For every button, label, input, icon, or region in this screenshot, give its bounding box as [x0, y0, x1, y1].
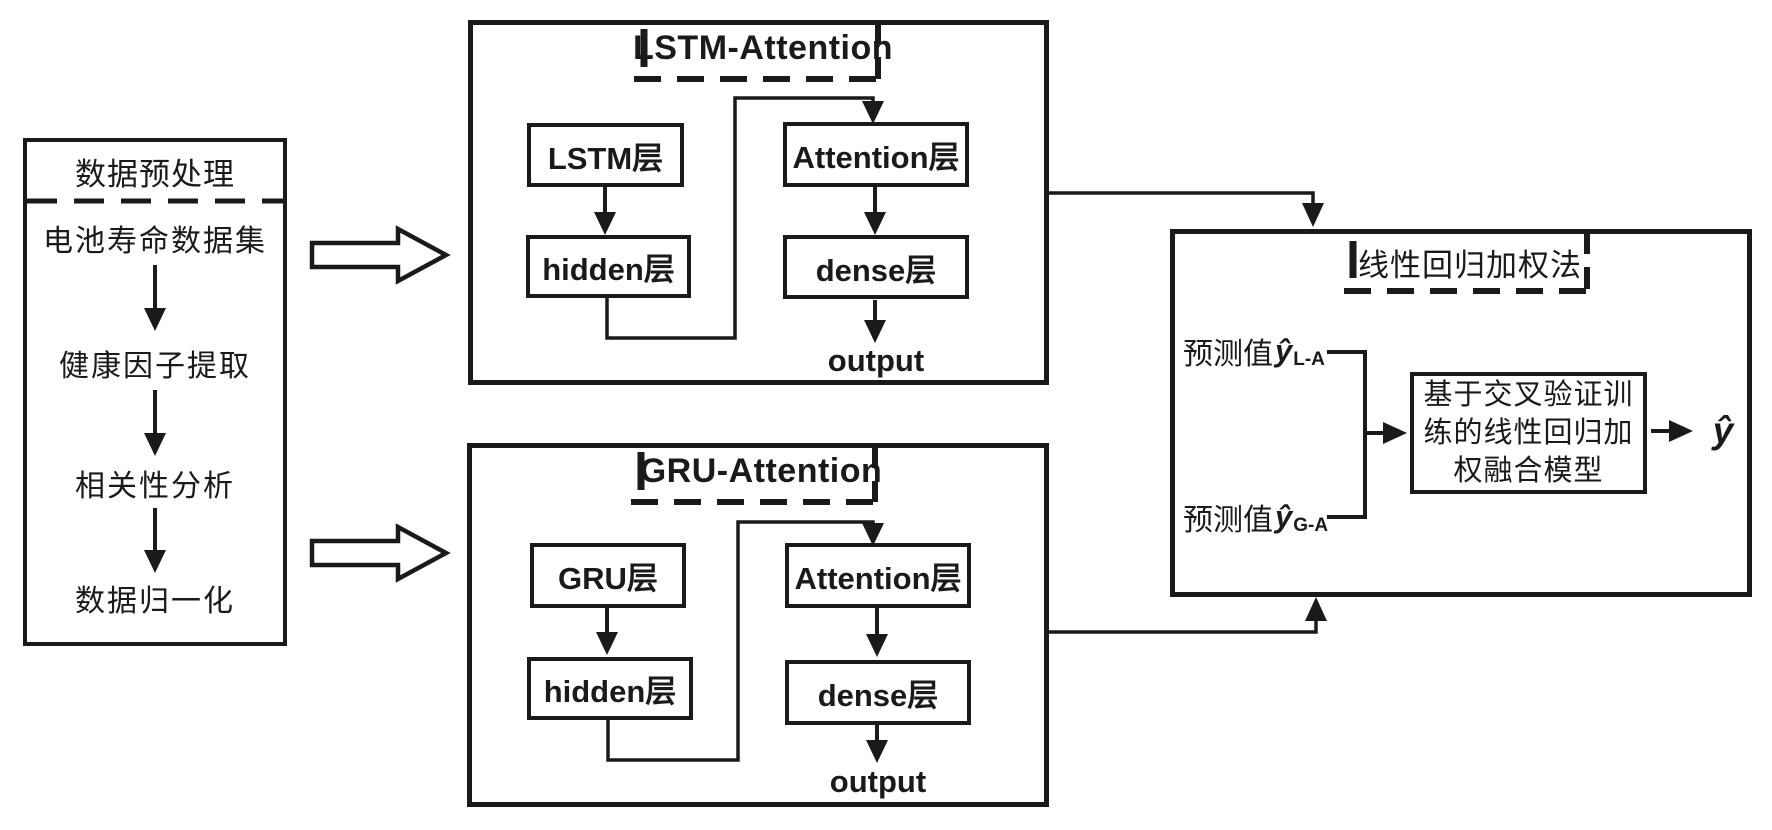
arrow-attention-to-dense-lstm — [864, 187, 886, 235]
fusion-container — [1170, 229, 1752, 597]
preprocess-step-health-factor: 健康因子提取 — [59, 350, 251, 383]
prediction-lstm-prefix: 预测值 — [1183, 338, 1273, 371]
prediction-gru-prefix: 预测值 — [1183, 504, 1273, 537]
gru-output-label: output — [829, 764, 927, 799]
arrow-attention-to-dense-gru — [866, 608, 888, 657]
lstm-hidden-node: hidden层 — [526, 235, 691, 298]
bracket-predictions — [1327, 350, 1367, 519]
preprocess-step-normalize: 数据归一化 — [75, 585, 235, 618]
block-arrow-to-lstm — [309, 225, 451, 285]
arrow-gru-to-hidden — [596, 608, 618, 655]
arrow-model-to-yhat — [1651, 420, 1693, 442]
arrow-dense-to-output-gru — [866, 725, 888, 763]
final-output-symbol: ŷ — [1712, 410, 1734, 451]
path-hidden-to-attention-lstm — [605, 96, 884, 340]
arrow-bracket-to-model — [1365, 422, 1407, 444]
prediction-lstm-symbol: ŷ — [1275, 333, 1293, 368]
gru-title-tab — [631, 446, 878, 505]
fusion-model-line-3: 权融合模型 — [1453, 455, 1604, 487]
connector-lstm-to-fusion — [1049, 191, 1324, 227]
arrow-health-to-correlation — [144, 390, 166, 456]
preprocess-step-dataset: 电池寿命数据集 — [43, 225, 267, 258]
gru-layer-node: GRU层 — [530, 543, 686, 608]
fusion-model-line-1: 基于交叉验证训 — [1423, 379, 1634, 411]
arrow-dense-to-output-lstm — [864, 300, 886, 343]
lstm-layer-node: LSTM层 — [527, 123, 684, 187]
fusion-model-node: 基于交叉验证训 练的线性回归加 权融合模型 — [1410, 372, 1647, 494]
fusion-title-tab — [1344, 232, 1590, 294]
block-arrow-to-gru — [309, 523, 451, 583]
prediction-gru-subscript: G-A — [1293, 515, 1329, 536]
fusion-model-line-2: 练的线性回归加 — [1423, 417, 1634, 449]
path-hidden-to-attention-gru — [606, 520, 884, 762]
preprocess-step-correlation: 相关性分析 — [75, 470, 235, 503]
preprocess-title: 数据预处理 — [75, 156, 235, 192]
lstm-branch-title: LSTM-Attention — [632, 28, 894, 67]
lstm-title-tab — [634, 22, 881, 82]
lstm-container — [468, 20, 1049, 385]
fusion-title: 线性回归加权法 — [1358, 247, 1582, 283]
gru-attention-node: Attention层 — [785, 543, 971, 608]
gru-dense-node: dense层 — [785, 660, 971, 725]
gru-container — [467, 443, 1049, 807]
connector-gru-to-fusion — [1049, 597, 1327, 634]
arrow-lstm-to-hidden — [594, 187, 616, 235]
preprocess-container — [23, 138, 287, 646]
gru-hidden-node: hidden层 — [527, 657, 693, 720]
lstm-output-label: output — [827, 343, 925, 378]
arrow-correlation-to-normalize — [144, 508, 166, 573]
arrow-dataset-to-health — [144, 265, 166, 331]
lstm-attention-node: Attention层 — [783, 122, 969, 187]
prediction-gru-symbol: ŷ — [1275, 499, 1293, 534]
gru-branch-title: GRU-Attention — [639, 451, 883, 490]
prediction-lstm-subscript: L-A — [1293, 349, 1325, 370]
lstm-dense-node: dense层 — [783, 235, 969, 299]
